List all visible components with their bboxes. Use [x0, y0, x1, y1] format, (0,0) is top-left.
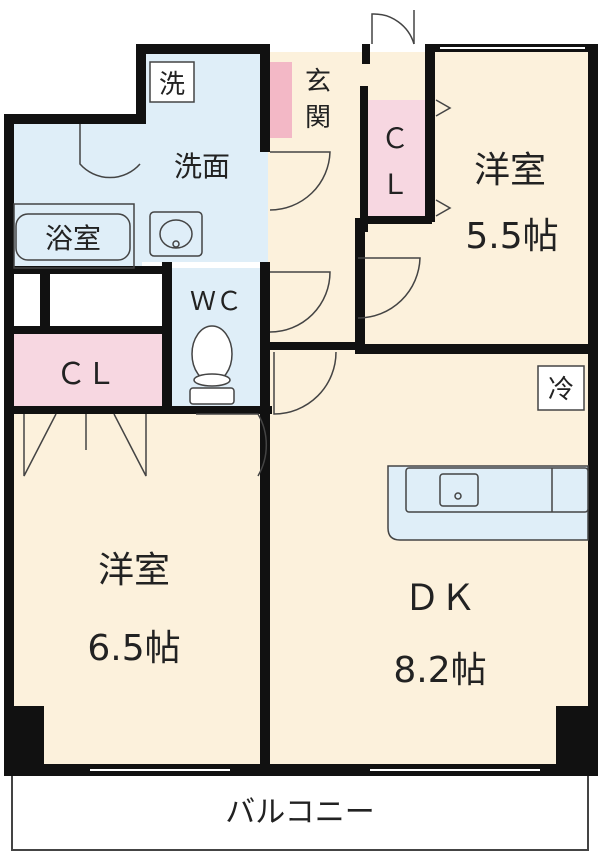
entrance-label-1: 玄 — [305, 67, 331, 97]
room-size-western-small: 5.5帖 — [465, 216, 558, 257]
room-name-western-small: 洋室 — [474, 150, 546, 191]
toilet-icon — [189, 325, 235, 405]
fridge-label: 冷 — [548, 375, 574, 405]
shoe-cabinet — [270, 62, 292, 138]
closet-top — [365, 100, 425, 220]
closet-top-label-2: Ｌ — [381, 168, 409, 201]
windows — [90, 47, 585, 771]
room-size-dk: 8.2帖 — [393, 650, 486, 691]
room-name-western-large: 洋室 — [98, 550, 170, 591]
door-swing-icon — [23, 10, 452, 477]
room-size-western-large: 6.5帖 — [87, 628, 180, 669]
closet-top-label-1: Ｃ — [381, 122, 409, 155]
washroom-label: 洗面 — [174, 150, 230, 183]
wc-label: ＷＣ — [190, 287, 242, 317]
room-western-6-5 — [10, 410, 268, 765]
closet-left — [10, 334, 162, 410]
walls — [4, 44, 598, 776]
washbasin-icon — [149, 211, 203, 257]
bath-label: 浴室 — [45, 222, 101, 255]
bathtub-icon — [13, 203, 135, 269]
balcony-label: バルコニー — [225, 795, 374, 830]
room-dk — [268, 345, 596, 765]
kitchen-sink-icon — [387, 465, 589, 541]
balcony — [11, 771, 589, 851]
washer-label: 洗 — [159, 70, 185, 100]
entrance-label-2: 関 — [305, 103, 331, 133]
closet-left-label: ＣＬ — [56, 357, 116, 392]
room-name-dk: ＤＫ — [404, 578, 476, 619]
